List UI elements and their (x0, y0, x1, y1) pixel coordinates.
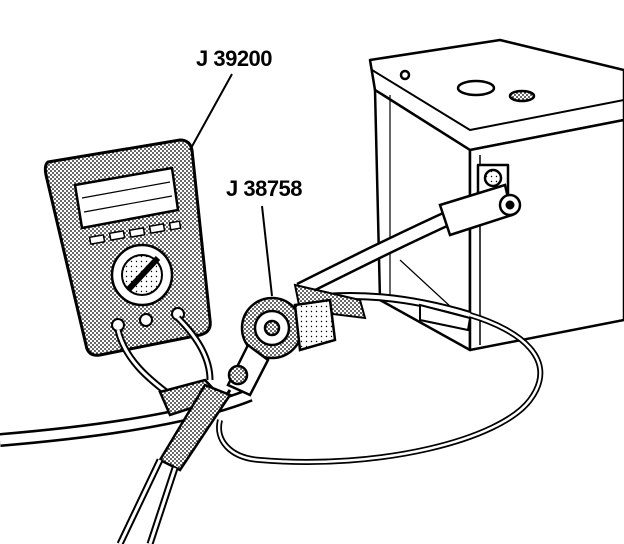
multimeter-leads (114, 315, 232, 544)
leader-lines (189, 73, 273, 297)
battery-cable (0, 183, 522, 447)
current-probe-label: J 38758 (226, 176, 303, 201)
multimeter (43, 138, 212, 357)
battery (368, 38, 624, 352)
multimeter-label: J 39200 (196, 46, 273, 71)
current-probe (208, 296, 337, 421)
